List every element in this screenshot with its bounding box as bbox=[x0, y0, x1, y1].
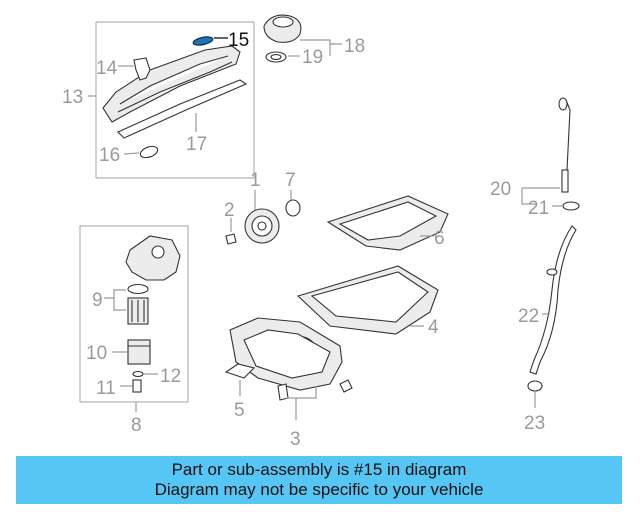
callout-19: 19 bbox=[302, 47, 323, 68]
leader-20a bbox=[521, 188, 536, 205]
callout-12: 12 bbox=[160, 366, 181, 387]
filter-housing-port bbox=[151, 245, 165, 259]
part-14-breather[interactable] bbox=[133, 57, 151, 81]
dipstick-group bbox=[521, 97, 580, 408]
part-11-drain-plug[interactable] bbox=[132, 379, 142, 393]
leader-3a bbox=[286, 397, 297, 420]
callout-2: 2 bbox=[224, 200, 235, 221]
callout-1: 1 bbox=[250, 170, 261, 191]
callout-14: 14 bbox=[96, 58, 118, 79]
valve-cover-group bbox=[88, 21, 255, 179]
pulley-group bbox=[225, 190, 301, 245]
part-16-grommet[interactable] bbox=[139, 144, 159, 160]
lower-pan-inner bbox=[243, 329, 331, 379]
callout-11: 11 bbox=[96, 378, 116, 399]
callout-7: 7 bbox=[285, 170, 296, 191]
valve-cover-ridge-2 bbox=[117, 61, 233, 113]
banner-line-2: Diagram may not be specific to your vehi… bbox=[154, 480, 484, 499]
part-5-gasket[interactable] bbox=[224, 363, 256, 379]
callout-20: 20 bbox=[490, 179, 511, 200]
callout-18: 18 bbox=[344, 36, 365, 57]
leader-18 bbox=[300, 39, 331, 56]
callout-6: 6 bbox=[434, 228, 445, 249]
pulley-center bbox=[257, 221, 267, 231]
group-box-13 bbox=[95, 21, 255, 179]
part-21-oring[interactable] bbox=[562, 201, 580, 211]
part-9-oring[interactable] bbox=[127, 283, 149, 295]
callout-16: 16 bbox=[99, 145, 120, 166]
valve-cover-ridge bbox=[119, 55, 229, 105]
baffle-6-group bbox=[326, 195, 449, 251]
pan-bolt[interactable] bbox=[339, 379, 353, 393]
callout-13: 13 bbox=[62, 87, 83, 108]
part-12-seal[interactable] bbox=[132, 370, 144, 378]
info-banner: Part or sub-assembly is #15 in diagram D… bbox=[16, 456, 622, 504]
banner-line-1: Part or sub-assembly is #15 in diagram bbox=[171, 460, 467, 479]
oil-filter-group bbox=[79, 225, 189, 412]
baffle-6-inner bbox=[338, 201, 438, 241]
leader-9b bbox=[113, 298, 126, 311]
filler-cap-top bbox=[272, 16, 294, 28]
filter-housing[interactable] bbox=[125, 235, 181, 281]
guide-tube-clip bbox=[546, 268, 558, 276]
callout-3: 3 bbox=[290, 429, 301, 450]
filler-cap-group bbox=[263, 14, 342, 63]
callout-17: 17 bbox=[186, 134, 207, 155]
callout-8: 8 bbox=[131, 415, 142, 436]
oil-pan-4-group bbox=[296, 265, 439, 335]
callout-23: 23 bbox=[524, 413, 545, 434]
callout-22: 22 bbox=[518, 306, 539, 327]
part-23-oring[interactable] bbox=[527, 380, 543, 392]
oil-pan-4-inner bbox=[310, 271, 429, 323]
part-7-seal[interactable] bbox=[285, 199, 301, 217]
callout-9: 9 bbox=[92, 290, 103, 311]
part-2-bolt[interactable] bbox=[225, 233, 237, 245]
dipstick-handle bbox=[558, 97, 568, 111]
lower-pan-3-group bbox=[224, 317, 353, 420]
dipstick-rod bbox=[561, 169, 569, 193]
part-17-gasket[interactable] bbox=[117, 79, 248, 139]
callout-10: 10 bbox=[86, 343, 107, 364]
group-box-8 bbox=[79, 225, 189, 403]
callout-labels: 1 2 3 4 5 6 7 8 9 10 11 12 13 14 15 16 1… bbox=[62, 30, 549, 450]
leader-9a bbox=[104, 289, 126, 299]
leader-16 bbox=[123, 152, 140, 155]
callout-5: 5 bbox=[234, 400, 245, 421]
part-10-filter-cap[interactable] bbox=[127, 339, 151, 365]
callout-21: 21 bbox=[528, 198, 549, 219]
leader-3b bbox=[296, 386, 317, 399]
callout-15: 15 bbox=[228, 30, 249, 51]
part-22-guide-tube[interactable] bbox=[529, 225, 577, 375]
cap-seal-inner bbox=[270, 54, 282, 60]
part-15-seal[interactable] bbox=[192, 35, 214, 46]
callout-4: 4 bbox=[428, 317, 439, 338]
